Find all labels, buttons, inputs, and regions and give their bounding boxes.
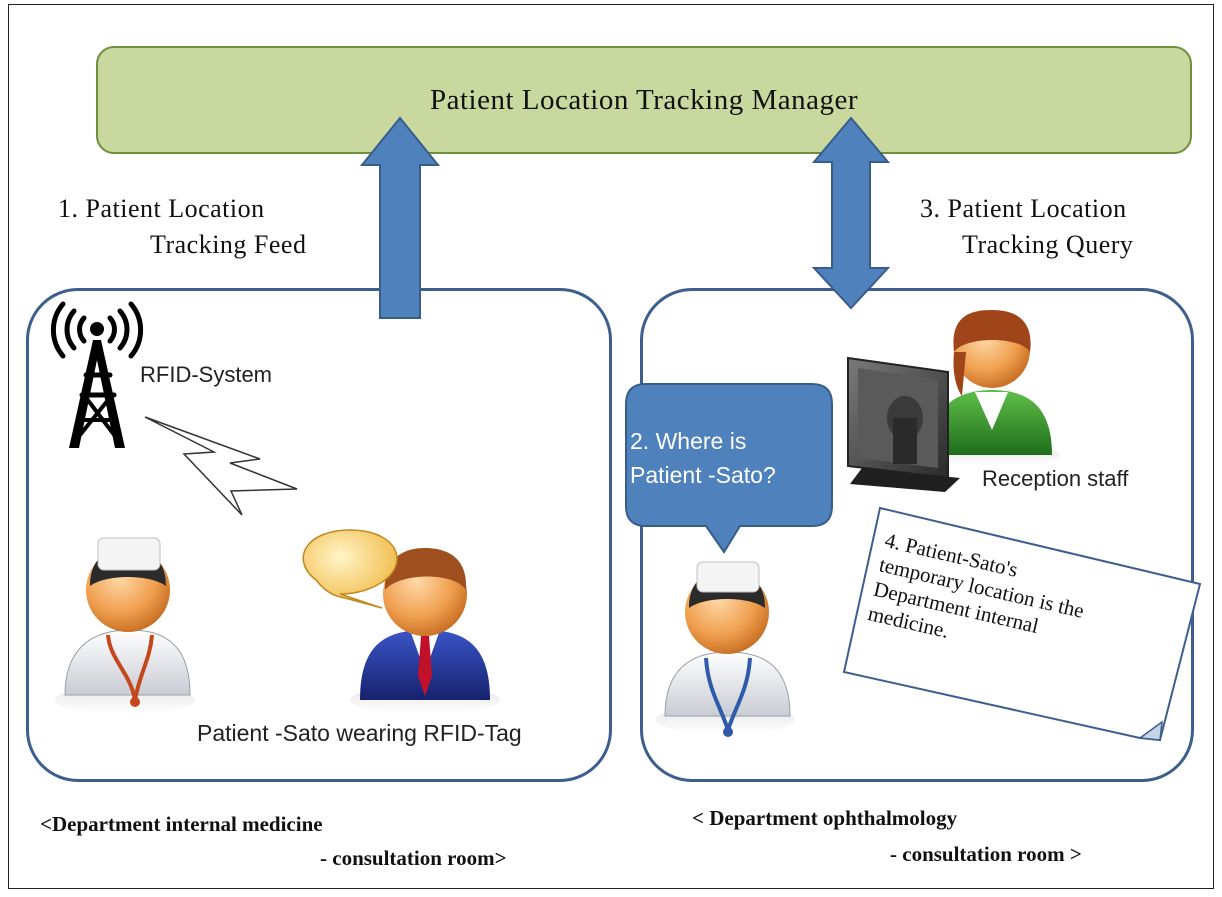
patient-sato-icon xyxy=(302,529,500,714)
reception-staff-icon xyxy=(920,310,1060,467)
location-note xyxy=(842,506,1202,742)
tracking-manager-box: Patient Location Tracking Manager xyxy=(96,46,1192,154)
query-label-line1: 3. Patient Location xyxy=(920,194,1127,223)
signal-bolt-icon xyxy=(144,416,298,516)
bubble-question: 2. Where is Patient -Sato? xyxy=(630,424,830,492)
rfid-tower-icon xyxy=(50,301,144,448)
right-caption-line1: < Department ophthalmology xyxy=(692,806,958,830)
bubble-line1: 2. Where is xyxy=(630,428,747,454)
doctor-left-icon xyxy=(55,537,195,714)
diagram-frame xyxy=(8,4,1214,889)
left-caption-line1: <Department internal medicine xyxy=(40,812,323,836)
patient-label: Patient -Sato wearing RFID-Tag xyxy=(197,720,522,746)
left-caption-line2: - consultation room> xyxy=(320,846,507,870)
computer-monitor-icon xyxy=(847,356,960,492)
manager-title: Patient Location Tracking Manager xyxy=(429,83,859,116)
bubble-line2: Patient -Sato? xyxy=(630,462,776,488)
feed-label-line1: 1. Patient Location xyxy=(58,194,265,223)
right-caption-line2: - consultation room > xyxy=(890,842,1082,866)
question-bubble xyxy=(625,383,833,554)
query-arrow xyxy=(811,116,891,310)
doctor-right-icon xyxy=(655,561,795,737)
feed-arrow xyxy=(359,116,441,319)
query-label-line2: Tracking Query xyxy=(962,230,1134,259)
rfid-system-label: RFID-System xyxy=(140,362,272,387)
feed-label-line2: Tracking Feed xyxy=(150,230,307,259)
reception-staff-label: Reception staff xyxy=(982,466,1129,491)
